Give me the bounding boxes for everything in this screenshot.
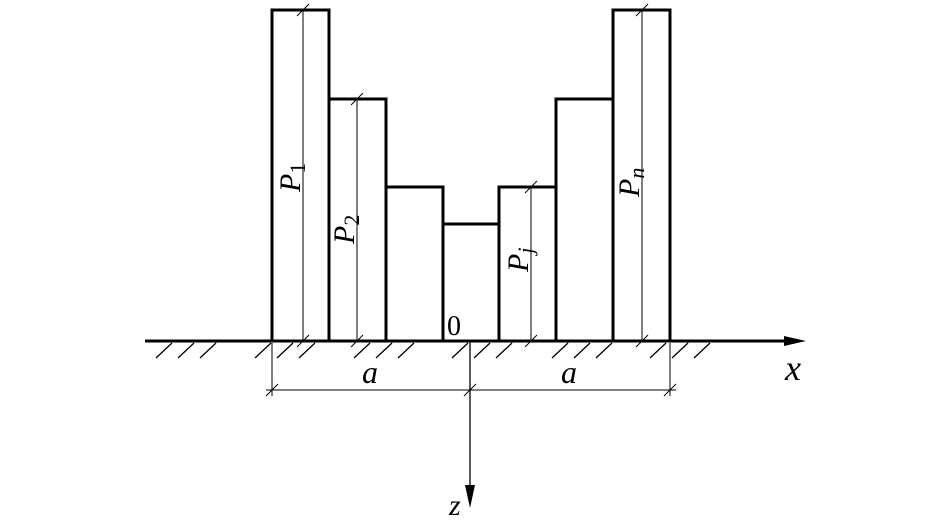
block-2: [329, 97, 388, 341]
z-axis-arrow: [465, 485, 475, 508]
z-axis-label: z: [448, 489, 461, 522]
block-5: [497, 185, 558, 341]
load-label-p2: P2: [328, 215, 364, 245]
dim-label-left: a: [362, 354, 378, 390]
origin-label: 0: [447, 311, 461, 342]
dim-label-right: a: [561, 354, 577, 390]
block-1: [270, 8, 331, 341]
x-axis-arrow: [784, 336, 806, 346]
span-dimension: [265, 343, 677, 397]
x-axis-label: x: [784, 348, 801, 388]
load-label-p1: P1: [274, 163, 310, 193]
load-label-pn: Pn: [613, 168, 649, 198]
load-blocks: [270, 8, 672, 341]
ground-hatching: [155, 342, 711, 359]
block-6: [554, 97, 615, 341]
load-dimension-lines: [296, 3, 649, 348]
load-label-pj: Pj: [502, 248, 538, 273]
block-3: [386, 185, 445, 341]
